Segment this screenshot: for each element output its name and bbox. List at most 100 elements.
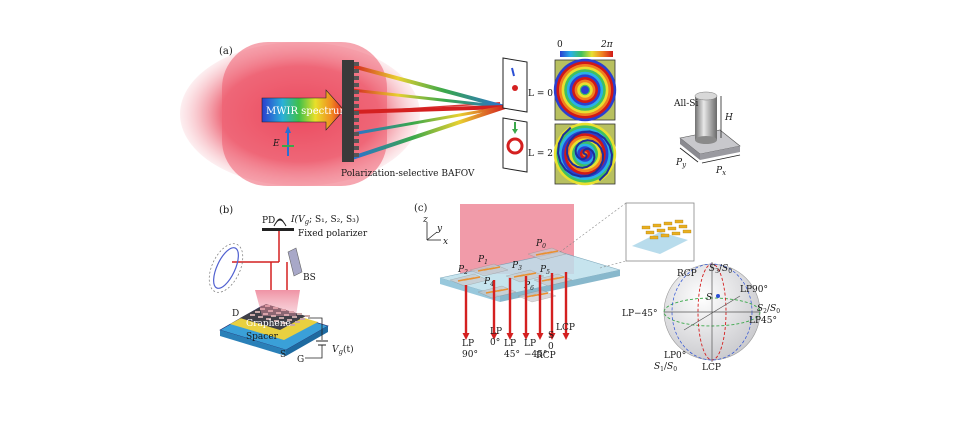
inset-plate	[632, 232, 688, 254]
si-pillar	[695, 96, 717, 140]
pd-label: PD	[262, 216, 275, 226]
output-label: RCP	[536, 351, 556, 361]
phase-rings-l0	[553, 58, 617, 122]
field-label: E	[272, 139, 280, 149]
output-label: LP	[524, 339, 536, 349]
s1-axis	[683, 295, 741, 331]
pd-icon	[273, 218, 287, 227]
pixel-label: P0	[535, 239, 546, 250]
grating-tooth	[354, 90, 359, 94]
output-beams	[462, 272, 570, 340]
e-field-arrowhead	[285, 126, 291, 133]
stokes-point	[716, 294, 720, 298]
g-label: G	[297, 355, 304, 365]
pillar-material: All-Si	[673, 99, 698, 109]
nanobar	[547, 250, 559, 254]
nanobar	[525, 272, 537, 276]
inset-pillar	[645, 230, 655, 235]
phase-center	[581, 86, 589, 94]
nanobar	[497, 288, 509, 292]
lcp-label: LCP	[702, 363, 721, 373]
rcp-label: RCP	[677, 269, 697, 279]
phase-min: 0	[557, 40, 563, 50]
inset-pillars	[641, 219, 692, 240]
s2-label: S2/S0	[757, 304, 780, 315]
meta-atom	[295, 321, 300, 323]
pixel-label: P3	[511, 261, 522, 272]
output-arrowhead	[536, 333, 544, 340]
lp45-label: LP45°	[749, 316, 777, 326]
grating-tooth	[354, 83, 359, 87]
panel-b-label: (b)	[219, 205, 233, 216]
inset-pillar	[663, 221, 673, 226]
inset-pillar	[652, 223, 662, 228]
spectrum-arrow	[261, 89, 345, 131]
meta-atom	[297, 313, 302, 315]
inset-pillar	[660, 233, 670, 238]
polarization-ellipse-outline	[208, 243, 244, 293]
py-dimension	[679, 147, 699, 163]
meta-atom	[287, 319, 292, 321]
meta-atom	[290, 324, 295, 326]
inset-pillar	[678, 224, 688, 229]
output-arrowhead	[506, 333, 514, 340]
grating-tooth	[354, 97, 359, 101]
zoom-line-top	[559, 202, 627, 253]
panel-b: (b) PD I(Vg; S₁, S₂, S₃) Fixed polarizer…	[208, 205, 368, 365]
gate-wire	[308, 317, 323, 340]
output-arrowhead	[490, 333, 498, 340]
mode-l2-label: L = 2	[528, 149, 553, 159]
meta-atom	[274, 320, 279, 322]
output-label: LCP	[556, 323, 575, 333]
incident-beam-b	[255, 290, 300, 316]
axis-x: x	[443, 237, 448, 247]
beam-upper	[351, 88, 506, 109]
nanobar	[489, 266, 501, 270]
pixel-label: P2	[457, 265, 468, 276]
grating-tooth	[354, 139, 359, 143]
panel-a-label: (a)	[219, 46, 233, 57]
output-arrowhead	[462, 333, 470, 340]
grating-tooth	[354, 62, 359, 66]
zoom-line-bottom	[599, 260, 627, 269]
s-label: S	[280, 350, 286, 360]
grating-tooth	[354, 111, 359, 115]
spectrum-label: MWIR spectrum	[266, 106, 349, 117]
grating-tooth	[354, 104, 359, 108]
d-label: D	[232, 309, 239, 319]
lpm45-label: LP−45°	[622, 309, 658, 319]
inset-pillar	[667, 226, 677, 231]
panel-c-label: (c)	[414, 203, 428, 214]
spot-l0	[512, 85, 518, 91]
meta-atom	[300, 318, 305, 320]
pixel-label: P1	[477, 255, 488, 266]
meta-atom	[279, 317, 284, 319]
voltage-label: Vg(t)	[332, 344, 354, 356]
screen-bottom	[502, 117, 528, 173]
inset-pillar	[674, 219, 684, 224]
lp0-label: LP0°	[664, 351, 686, 361]
phase-spiral-l2	[553, 122, 617, 186]
fixed-polarizer	[262, 228, 294, 231]
pillar-base	[695, 136, 717, 144]
substrate-left	[680, 138, 700, 160]
axis-y: y	[436, 224, 443, 234]
beam-lower	[351, 105, 506, 136]
s-point-label: S	[706, 293, 712, 303]
meta-atom	[258, 316, 263, 318]
pillar-top	[694, 91, 718, 101]
meta-atom	[305, 315, 310, 317]
inset-pillar	[682, 229, 692, 234]
pol-arrowhead	[512, 129, 518, 134]
bs-label: BS	[303, 273, 316, 283]
period-x: Px	[715, 166, 726, 177]
grating-tooth	[354, 125, 359, 129]
beam-bottom	[351, 105, 506, 160]
panel-c: (c) z y x P0P1P2P3P4P5P6 LP90°LP0°LP45°L…	[414, 202, 780, 373]
output-label: LP	[504, 339, 516, 349]
grating-tooth	[354, 118, 359, 122]
s3-label: S3/S0	[709, 264, 732, 275]
grating-tooth	[354, 153, 359, 157]
